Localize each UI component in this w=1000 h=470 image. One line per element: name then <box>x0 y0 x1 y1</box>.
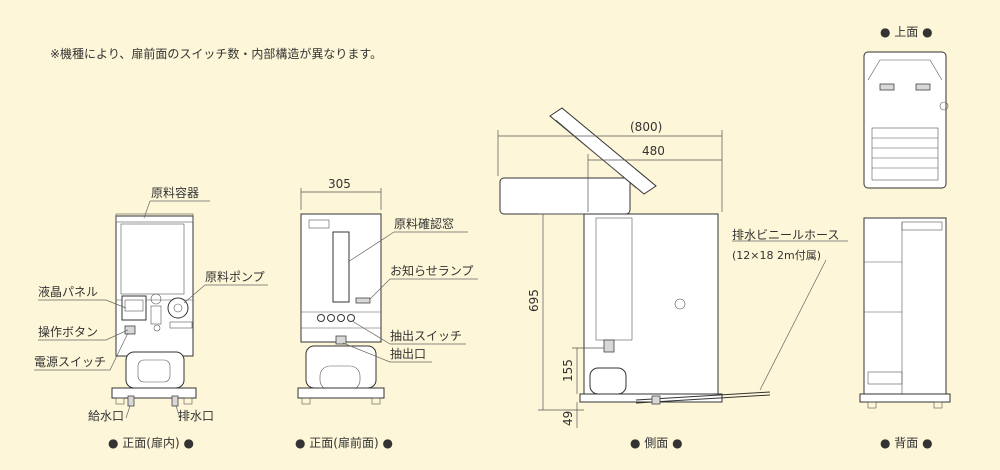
dimension-base-height: 49 <box>561 411 575 426</box>
door-front-dimension-width <box>300 188 382 210</box>
dispense-switch-2 <box>327 314 335 322</box>
label-liquid-panel: 液晶パネル <box>38 284 98 299</box>
dimension-depth-open: (800) <box>630 120 662 134</box>
dispense-switch-3 <box>337 314 345 322</box>
label-drain: 排水口 <box>178 409 214 423</box>
label-water-inlet: 給水口 <box>88 409 124 423</box>
dimension-depth: 480 <box>642 144 665 158</box>
dispense-switch-4 <box>347 314 355 322</box>
water-inlet-shape <box>127 395 135 407</box>
label-dispense-switch: 抽出スイッチ <box>390 329 462 343</box>
label-pump: 原料ポンプ <box>205 270 265 284</box>
label-hose-line2: (12×18 2m付属) <box>732 249 821 262</box>
dispense-switch-1 <box>317 314 325 322</box>
label-notice-lamp: お知らせランプ <box>390 264 473 278</box>
check-window-shape <box>332 231 350 303</box>
view-title-top: ● 上面 ● <box>880 25 933 39</box>
notice-lamp-shape <box>355 297 371 304</box>
button-shape <box>124 325 136 335</box>
outlet-shape <box>335 335 347 345</box>
model-note: ※機種により、扉前面のスイッチ数・内部構造が異なります。 <box>50 46 382 61</box>
view-title-inner-front: ● 正面(扉内) ● <box>108 436 194 450</box>
label-outlet: 抽出口 <box>390 347 426 361</box>
container-outline <box>120 223 185 295</box>
label-button: 操作ボタン <box>38 324 98 339</box>
side-dimensions <box>497 130 723 428</box>
side-view <box>499 107 771 405</box>
label-check-window: 原料確認窓 <box>394 216 454 231</box>
dimension-height: 695 <box>527 289 541 312</box>
inner-front-leaders <box>34 200 268 419</box>
view-title-side: ● 側面 ● <box>630 436 683 450</box>
dimension-width: 305 <box>328 177 351 191</box>
label-power-switch: 電源スイッチ <box>34 355 106 369</box>
lid-closed <box>499 177 631 215</box>
door-front-leaders <box>342 231 478 363</box>
drip-tray <box>125 351 185 389</box>
view-title-back: ● 背面 ● <box>880 436 933 450</box>
inner-front-view <box>111 213 197 407</box>
back-view <box>859 217 951 409</box>
dimension-outlet-height: 155 <box>561 359 575 382</box>
view-title-door-front: ● 正面(扉前面) ● <box>295 435 393 450</box>
label-container: 原料容器 <box>151 185 199 200</box>
pump-shape <box>167 297 189 319</box>
door-front-view <box>297 213 385 405</box>
top-view <box>863 51 949 189</box>
drain-shape <box>171 395 179 407</box>
label-hose-line1: 排水ビニールホース <box>732 228 839 242</box>
